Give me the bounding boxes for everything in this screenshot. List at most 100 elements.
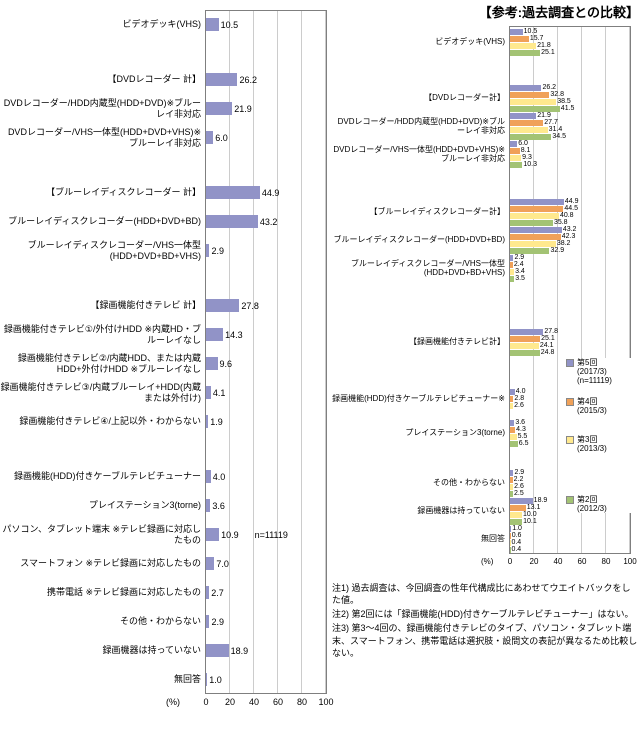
value-label: 1.0 [512,525,522,532]
legend-label: 第5回(2017/3)(n=11119) [577,358,612,385]
value-label: 32.8 [550,91,564,98]
bar-area: 2.9 [206,244,335,257]
bar-line: 5.5 [510,433,641,440]
value-label: 2.6 [514,402,524,409]
legend-item: 第3回(2013/3) [566,435,640,453]
bar-line: 24.8 [510,349,641,356]
bar [510,497,533,504]
chart-row: 録画機能付きテレビ②/内蔵HDD、または内蔵HDD+外付けHDD ※ブルーレイな… [0,349,335,378]
value-label: 35.8 [553,219,568,226]
bar [510,233,561,240]
legend-label: 第2回(2012/3) [577,495,607,513]
note: 注1) 過去調査は、今回調査の性年代構成比にあわせてウエイトバックをした値。 [332,583,631,606]
value-label: 10.5 [523,28,538,35]
bar-line: 8.1 [510,147,641,154]
axis-tick-label: 80 [601,557,611,566]
category-label: 録画機器は持っていない [102,645,201,656]
bar-area: 43.2 [206,215,335,228]
chart-row: 【ブルーレイディスクレコーダー 計】44.9 [0,178,335,207]
legend-label-line: 第5回 [577,358,598,367]
category-label: ビデオデッキ(VHS) [435,37,505,47]
bar-line: 27.8 [510,328,641,335]
value-label: 6.0 [518,140,528,147]
bar [206,102,233,115]
legend-label-line: (n=11119) [577,376,612,385]
chart-row: プレイステーション3(torne)3.6 [0,491,335,520]
value-label: 2.4 [513,261,524,268]
legend-label-line: 第2回 [577,495,598,504]
axis-tick-label: 60 [272,697,284,707]
category-label: その他・わからない [119,616,201,627]
value-label: 44.9 [564,198,579,205]
bar-line: 2.5 [510,490,641,497]
bar [510,28,523,35]
value-label: 5.5 [517,433,528,440]
bar-line: 9.3 [510,154,641,161]
bar-line: 35.8 [510,219,641,226]
chart-row: ブルーレイディスクレコーダー/VHS一体型(HDD+DVD+BD+VHS)2.9 [0,236,335,265]
bar-area: 10.5 [206,18,335,31]
bar [510,335,541,342]
bar-line: 15.7 [510,35,641,42]
legend-item: 第5回(2017/3)(n=11119) [566,358,640,385]
axis-tick-label: 20 [529,557,539,566]
bar [206,244,210,257]
bar-area: 27.8 [206,299,335,312]
category-label: 無回答 [481,534,505,544]
value-label: 41.5 [560,105,575,112]
bar [206,299,240,312]
bar [510,504,526,511]
bar-area: 1.9 [206,415,335,428]
bar-area: 44.9 [206,186,335,199]
bar-line: 0.6 [510,532,641,539]
value-label: 3.6 [515,419,526,426]
axis-tick-label: 40 [248,697,260,707]
bar [510,49,541,56]
bar [510,511,522,518]
value-label: 7.0 [216,558,229,569]
bar-line: 18.9 [510,497,641,504]
legend-item: 第2回(2012/3) [566,495,640,513]
legend: 第5回(2017/3)(n=11119)第4回(2015/3)第3回(2013/… [566,358,640,513]
value-label: 10.9 [221,529,239,540]
value-label: 40.8 [559,212,574,219]
note: 注3) 第3〜4回の、録画機能付きテレビのタイプ、パソコン・タブレット端末、スマ… [332,623,638,658]
value-label: 2.5 [514,490,524,497]
value-label: 8.1 [520,147,531,154]
bar-line: 38.2 [510,240,641,247]
value-label: 2.9 [514,469,525,476]
bar-line: 25.1 [510,335,641,342]
value-label: 3.5 [515,275,525,282]
bar [510,119,544,126]
bar-area: 18.9 [206,644,335,657]
bar [206,386,211,399]
category-label: スマートフォン ※テレビ録画に対応したもの [20,558,201,569]
bar [510,212,559,219]
value-label: 2.9 [514,254,525,261]
bar [510,525,512,532]
category-label: 録画機能(HDD)付きケーブルテレビチューナー [14,471,201,482]
value-label: 18.9 [533,497,548,504]
bar-line: 44.9 [510,198,641,205]
value-label: 13.1 [526,504,541,511]
category-label: 【録画機能付きテレビ計】 [409,337,505,347]
value-label: 10.5 [220,19,239,30]
bar-line: 1.0 [510,525,641,532]
bar-line: 24.1 [510,342,641,349]
value-label: 21.8 [537,42,551,49]
bar-line: 4.3 [510,426,641,433]
bar-line: 2.4 [510,261,641,268]
